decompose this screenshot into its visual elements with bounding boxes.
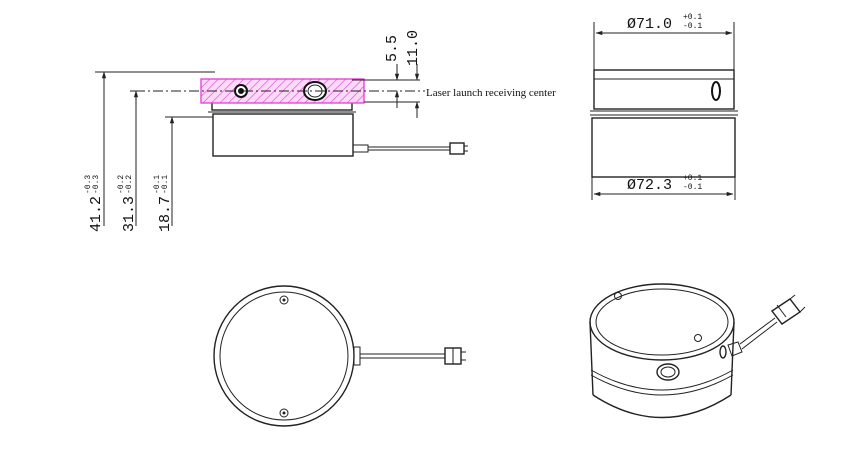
- height-center-tol-lower: -0.2: [125, 175, 134, 194]
- side-view-body: [212, 113, 354, 157]
- height-center-tol-upper: -0.2: [117, 175, 126, 194]
- offset-large-label: 11.0: [405, 30, 422, 66]
- isometric-view: [589, 283, 806, 419]
- front-view-body: [591, 117, 736, 178]
- height-body-tol-lower: -0.1: [161, 175, 170, 194]
- height-center-label: 31.3: [121, 196, 138, 232]
- top-diameter-label: Ø71.0: [627, 16, 672, 33]
- iso-hole-icon: [656, 363, 680, 381]
- height-body-tol-upper: -0.1: [153, 175, 162, 194]
- connector-icon: [449, 142, 465, 155]
- laser-center-note: Laser launch receiving center: [426, 87, 556, 99]
- offset-small-label: 5.5: [384, 35, 401, 62]
- screw-top-icon: [279, 295, 289, 305]
- screw-bottom-icon: [279, 408, 289, 418]
- bottom-diameter-tol-lower: -0.1: [683, 183, 702, 192]
- top-view-gland: [353, 346, 361, 366]
- height-body-label: 18.7: [157, 196, 174, 232]
- height-total-tol-lower: -0.3: [92, 175, 101, 194]
- bottom-diameter-tol-upper: +0.1: [683, 174, 702, 183]
- height-total-label: 41.2: [88, 196, 105, 232]
- front-view: Ø71.0 +0.1 -0.1 Ø72.3 +0.1 -0.1: [590, 13, 738, 200]
- side-view: 41.2 -0.3 -0.3 31.3 -0.2 -0.2 18.7 -0.1 …: [84, 30, 556, 232]
- top-view-outer: [213, 285, 355, 427]
- iso-connector-icon: [770, 298, 802, 325]
- bottom-diameter-label: Ø72.3: [627, 177, 672, 194]
- top-view-inner: [219, 291, 349, 421]
- top-view: [213, 285, 466, 427]
- height-total-tol-upper: -0.3: [84, 175, 93, 194]
- iso-top-face: [589, 283, 735, 361]
- front-view-cap: [593, 69, 735, 110]
- side-hole-icon: [711, 81, 721, 101]
- top-diameter-tol-upper: +0.1: [683, 13, 702, 22]
- cable-gland: [353, 144, 369, 153]
- lens-left-core: [238, 88, 244, 94]
- iso-screw-icon: [614, 292, 622, 300]
- top-diameter-tol-lower: -0.1: [683, 22, 702, 31]
- iso-gland: [727, 341, 743, 357]
- iso-bottom-edge: [592, 394, 732, 419]
